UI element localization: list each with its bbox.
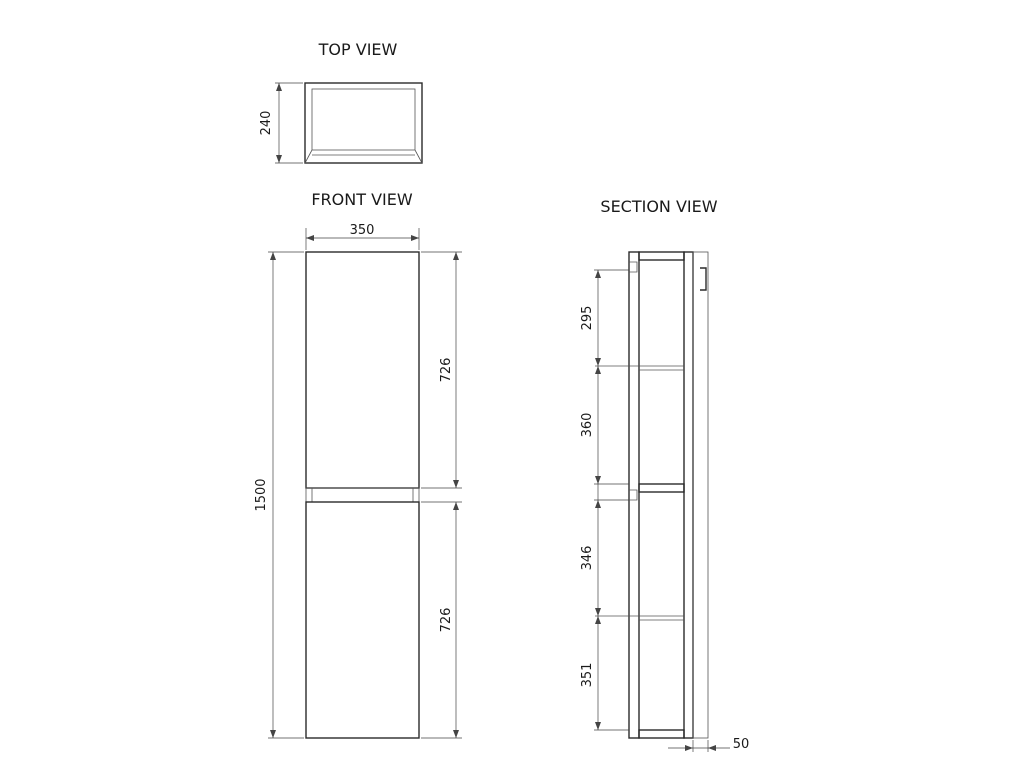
upper-door bbox=[305, 251, 420, 489]
shelf-2-label: 360 bbox=[580, 413, 595, 438]
shelf-3-label: 346 bbox=[580, 546, 595, 571]
shelf-1-label: 295 bbox=[580, 306, 595, 331]
plinth-label: 50 bbox=[733, 737, 750, 752]
section-middle-panel bbox=[638, 483, 685, 493]
section-front-panel bbox=[683, 251, 694, 739]
top-view-outline bbox=[304, 82, 423, 164]
top-view: TOP VIEW 240 bbox=[259, 40, 423, 164]
section-door-profile bbox=[692, 251, 709, 739]
front-view-title: FRONT VIEW bbox=[311, 190, 413, 209]
section-back-panel bbox=[628, 251, 640, 739]
lower-door-label: 726 bbox=[439, 608, 454, 633]
upper-door-label: 726 bbox=[439, 358, 454, 383]
lower-door bbox=[305, 501, 420, 739]
top-view-title: TOP VIEW bbox=[318, 40, 398, 59]
top-depth-label: 240 bbox=[259, 111, 274, 136]
shelf-4-label: 351 bbox=[580, 663, 595, 688]
middle-gap bbox=[305, 487, 420, 503]
top-view-inner bbox=[311, 88, 416, 151]
section-view-title: SECTION VIEW bbox=[600, 197, 717, 216]
front-width-label: 350 bbox=[350, 223, 375, 238]
section-view: SECTION VIEW 295 bbox=[580, 197, 749, 752]
front-view: FRONT VIEW 350 1500 726 bbox=[254, 190, 462, 739]
section-bottom-panel bbox=[638, 729, 685, 739]
section-top-panel bbox=[638, 251, 685, 261]
front-height-label: 1500 bbox=[254, 478, 269, 511]
